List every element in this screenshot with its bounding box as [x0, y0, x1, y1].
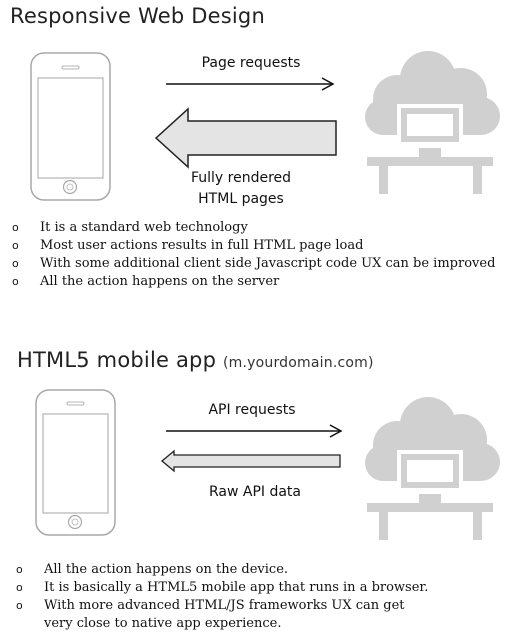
section2-title: HTML5 mobile app (m.yourdomain.com)	[17, 348, 374, 372]
phone-icon	[35, 389, 116, 536]
bullet-glyph: o	[12, 239, 19, 252]
list-item: o All the action happens on the device.	[16, 561, 436, 579]
api-requests-arrow	[166, 424, 343, 438]
section2-title-suffix: (m.yourdomain.com)	[223, 355, 374, 371]
list-item: o Most user actions results in full HTML …	[12, 237, 502, 255]
section1-title: Responsive Web Design	[10, 4, 265, 28]
bullet-text: Most user actions results in full HTML p…	[40, 238, 364, 253]
list-item: o It is basically a HTML5 mobile app that…	[16, 579, 436, 597]
list-item: o All the action happens on the server	[12, 273, 502, 291]
bottom-arrow-label-line2: HTML pages	[198, 191, 284, 207]
bullet-text: All the action happens on the device.	[44, 562, 289, 577]
bottom-arrow	[154, 107, 337, 169]
bullet-text: With some additional client side Javascr…	[40, 256, 496, 271]
list-item: o With some additional client side Javasc…	[12, 255, 502, 273]
raw-api-data-arrow	[160, 449, 341, 473]
bullet-glyph: o	[12, 257, 19, 270]
bullet-glyph: o	[12, 221, 19, 234]
list-item: o With more advanced HTML/JS frameworks U…	[16, 597, 436, 633]
section2-title-main: HTML5 mobile app	[17, 348, 217, 372]
bullet-text: All the action happens on the server	[40, 274, 280, 289]
raw-api-data-label: Raw API data	[208, 484, 302, 500]
list-item: o It is a standard web technology	[12, 219, 502, 237]
bullet-text: It is a standard web technology	[40, 220, 248, 235]
section2-bullet-list: o All the action happens on the device. o…	[16, 561, 436, 633]
cloud-server-icon	[365, 51, 500, 194]
bottom-arrow-label: Fully rendered HTML pages	[176, 168, 306, 210]
bullet-glyph: o	[16, 599, 23, 612]
bullet-glyph: o	[16, 581, 23, 594]
bullet-glyph: o	[16, 563, 23, 576]
cloud-server-icon	[365, 397, 500, 540]
api-requests-label: API requests	[208, 402, 296, 418]
top-arrow-label: Page requests	[201, 55, 301, 71]
bottom-arrow-label-line1: Fully rendered	[190, 170, 292, 186]
phone-icon	[30, 52, 111, 201]
bullet-text: With more advanced HTML/JS frameworks UX…	[44, 598, 405, 631]
bullet-glyph: o	[12, 275, 19, 288]
top-arrow	[166, 77, 335, 91]
bullet-text: It is basically a HTML5 mobile app that …	[44, 580, 429, 595]
